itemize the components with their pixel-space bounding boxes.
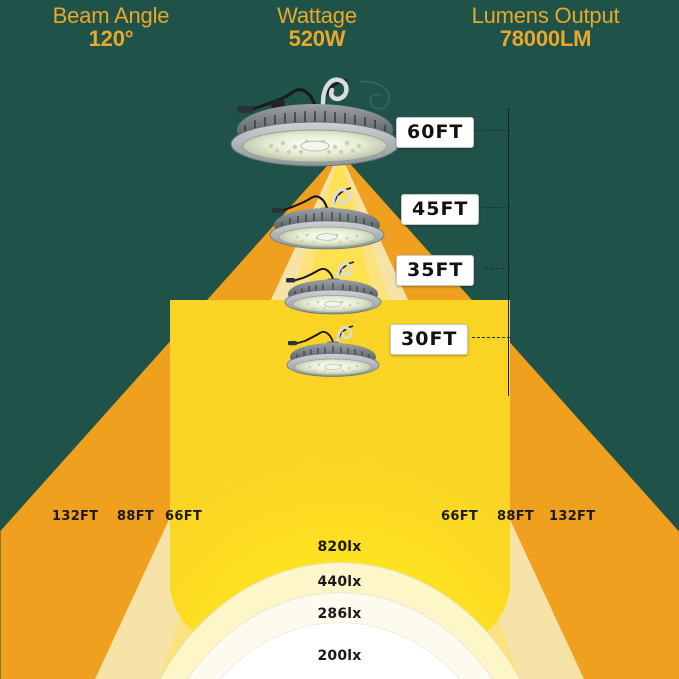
ufo-high-bay-icon (269, 187, 385, 250)
coverage-label-left-88ft: 88FT (117, 509, 155, 524)
ufo-high-bay-light-45ft[interactable] (262, 183, 392, 255)
coverage-label-right-132ft: 132FT (549, 509, 596, 524)
ufo-high-bay-icon (230, 77, 400, 167)
height-label-35ft[interactable]: 35FT (396, 255, 475, 286)
lux-label-440: 440lx (317, 574, 362, 590)
leader-line-60ft (468, 130, 510, 131)
ufo-high-bay-light-30ft[interactable] (281, 322, 385, 382)
coverage-label-right-66ft: 66FT (441, 509, 479, 524)
lux-label-820: 820lx (317, 539, 362, 555)
lux-label-200: 200lx (317, 648, 362, 664)
coverage-label-left-132ft: 132FT (52, 509, 99, 524)
coverage-label-right-88ft: 88FT (497, 509, 535, 524)
ufo-high-bay-light-60ft[interactable] (219, 70, 411, 170)
height-label-60ft[interactable]: 60FT (396, 117, 475, 148)
leader-line-45ft (473, 207, 510, 208)
leader-line-35ft (485, 268, 510, 269)
ufo-high-bay-light-35ft[interactable] (278, 258, 388, 320)
ufo-high-bay-icon (284, 261, 382, 315)
height-label-45ft[interactable]: 45FT (401, 194, 480, 225)
coverage-label-left-66ft: 66FT (165, 509, 203, 524)
ufo-high-bay-icon (286, 325, 380, 377)
lux-label-286: 286lx (317, 606, 362, 622)
height-reference-axis (508, 108, 509, 396)
height-label-30ft[interactable]: 30FT (390, 324, 469, 355)
leader-line-30ft (472, 337, 510, 338)
